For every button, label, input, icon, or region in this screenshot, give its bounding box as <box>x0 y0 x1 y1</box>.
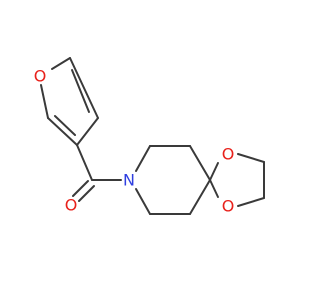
atom-labels: O O N O O <box>34 67 235 216</box>
bond-carbonyl-double-1 <box>72 180 89 197</box>
molecule-structure: O O N O O <box>34 57 265 216</box>
bond-top-right-spiro <box>189 145 211 181</box>
bond-furan-c3-c2-inner <box>54 115 76 136</box>
bond-furan-o-c5 <box>51 57 71 70</box>
bond-c3-carbonyl <box>76 144 93 181</box>
bond-furan-c3-c2 <box>47 117 78 146</box>
bonds <box>40 57 265 215</box>
bond-furan-c5-c4-inner <box>71 69 90 113</box>
bond-furan-o-c2 <box>40 84 49 119</box>
bond-carbonyl-double-2 <box>78 185 95 202</box>
furan-oxygen-label: O <box>34 67 47 86</box>
bond-o-bottom-spiro <box>209 179 219 198</box>
bond-n-c-top <box>135 145 151 172</box>
bond-ch2-o-bottom <box>237 197 265 207</box>
dioxolane-oxygen-top-label: O <box>222 145 235 164</box>
bond-bottom-left-n <box>135 188 151 215</box>
bond-spiro-o-top <box>209 162 219 181</box>
carbonyl-oxygen-label: O <box>65 196 78 215</box>
amide-nitrogen-label: N <box>123 171 135 190</box>
bond-furan-c5-c4 <box>69 57 99 119</box>
molecule-drawing: O O N O O <box>34 57 265 216</box>
bond-o-top-ch2 <box>237 153 265 163</box>
bond-spiro-bottom-right <box>189 179 211 215</box>
bond-furan-c4-c3 <box>76 117 99 146</box>
dioxolane-oxygen-bottom-label: O <box>222 197 235 216</box>
